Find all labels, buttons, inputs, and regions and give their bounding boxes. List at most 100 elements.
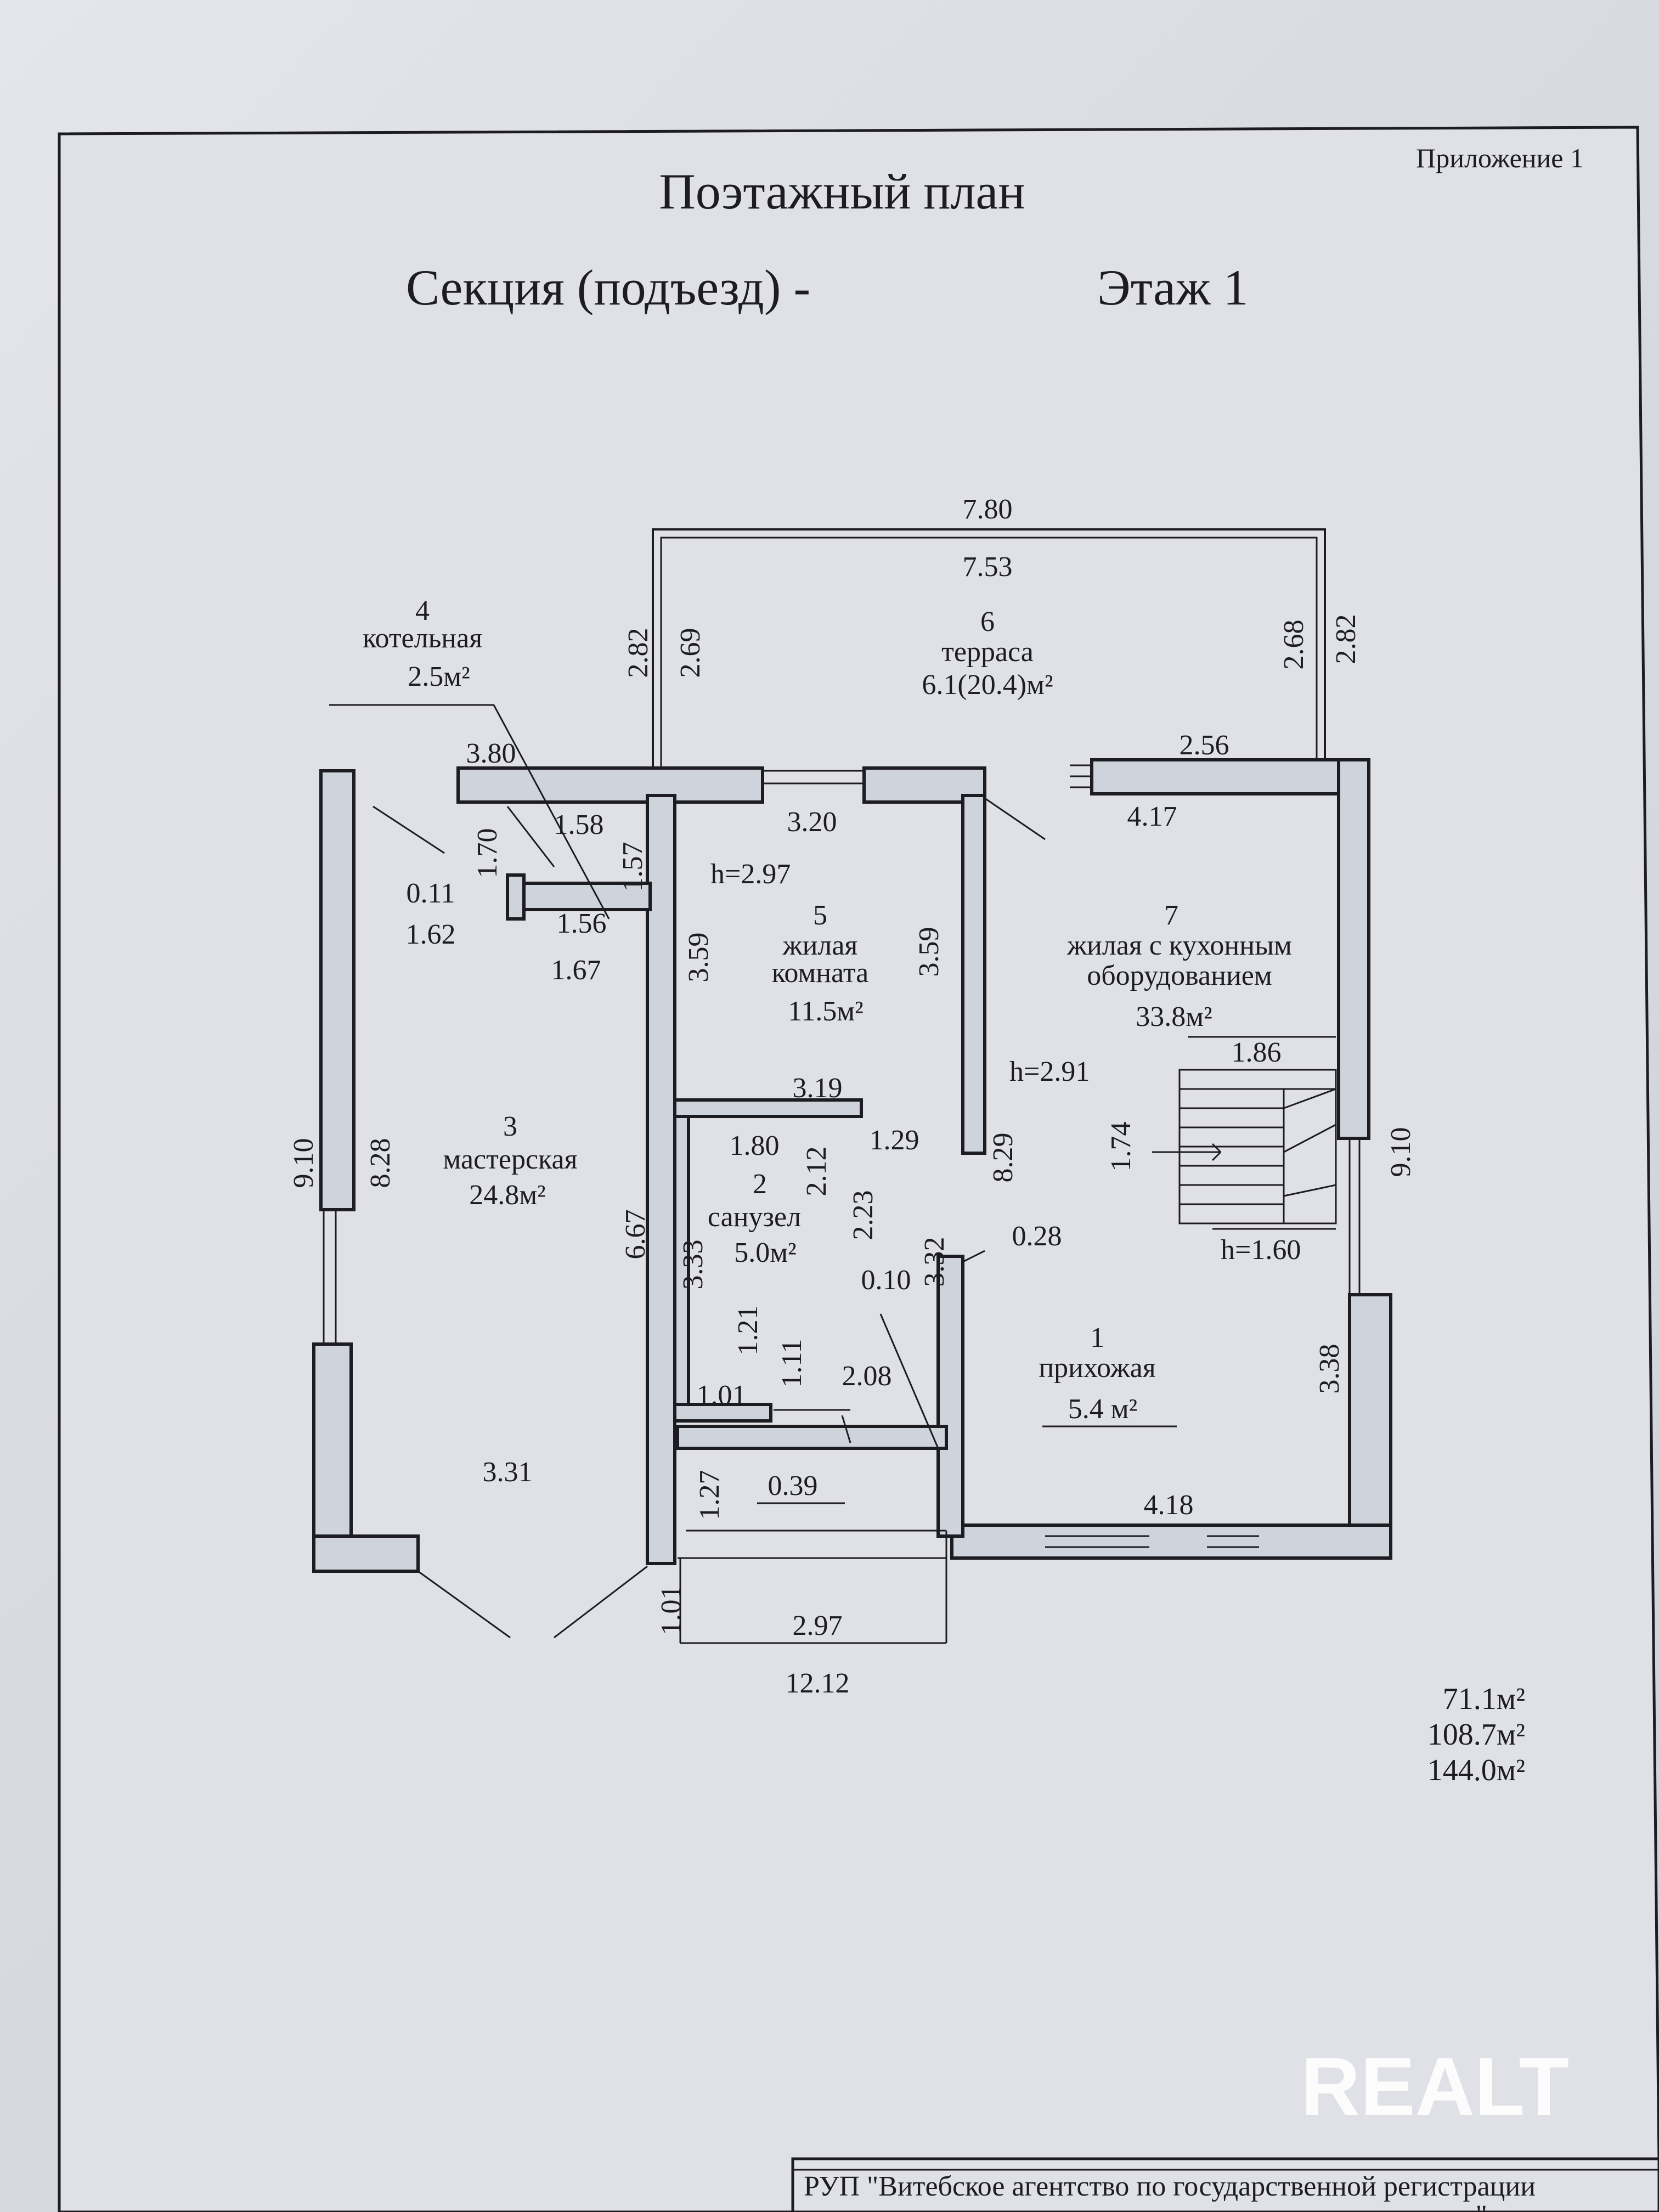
dim-2-68: 2.68 (1278, 620, 1310, 670)
dim-2-23: 2.23 (848, 1190, 879, 1240)
dim-0-28: 0.28 (1012, 1221, 1062, 1252)
dim-4-18: 4.18 (1144, 1489, 1194, 1521)
watermark-logo: REALT (1301, 2040, 1569, 2132)
dim-1-74: 1.74 (1105, 1122, 1137, 1172)
room-6-area: 6.1(20.4)м² (922, 669, 1053, 701)
room-4-name: котельная (363, 623, 482, 654)
dimensions: 7.80 7.53 2.82 2.69 2.68 2.82 2.56 4.17 … (288, 494, 1417, 1699)
section-label: Секция (подъезд) - (406, 259, 810, 315)
area-totals: 71.1м² 108.7м² 144.0м² (1427, 1682, 1525, 1787)
room-label-4: 4 котельная 2.5м² (363, 595, 482, 692)
room-label-2: 2 санузел 5.0м² (708, 1169, 801, 1268)
dim-0-11: 0.11 (406, 878, 455, 909)
dim-0-10: 0.10 (861, 1265, 911, 1296)
partition-room5-bottom (673, 1098, 863, 1118)
room-2-area: 5.0м² (734, 1237, 797, 1268)
right-wall-upper (1337, 758, 1370, 1140)
bottom-wall-right (950, 1523, 1392, 1560)
room-4-area: 2.5м² (408, 661, 470, 692)
dim-1-56: 1.56 (557, 908, 607, 939)
dim-3-80: 3.80 (466, 738, 516, 769)
walls (312, 758, 1392, 1573)
partition-bath-bottom (673, 1403, 772, 1423)
room-label-1: 1 прихожая 5.4 м² (1039, 1322, 1155, 1425)
bottom-left-wall (312, 1534, 420, 1573)
stair-height: h=1.60 (1221, 1234, 1301, 1266)
room-1-number: 1 (1090, 1322, 1104, 1353)
room-label-7: 7 жилая с кухонным оборудованием 33.8м² … (1009, 900, 1292, 1087)
dim-1-58: 1.58 (554, 809, 604, 840)
dim-3-19: 3.19 (793, 1073, 843, 1104)
total-2: 108.7м² (1427, 1718, 1525, 1752)
right-wall-lower (1348, 1293, 1392, 1560)
dim-9-10-right: 9.10 (1385, 1127, 1417, 1177)
dim-3-20: 3.20 (787, 806, 837, 838)
dim-12-12: 12.12 (786, 1668, 850, 1699)
top-wall-left (456, 766, 764, 804)
room-6-name: терраса (941, 636, 1034, 668)
dim-3-31: 3.31 (483, 1457, 533, 1488)
room-1-area: 5.4 м² (1068, 1393, 1138, 1425)
footer-stamp: РУП "Витебское агентство по государствен… (791, 2157, 1659, 2212)
room-7-area: 33.8м² (1136, 1001, 1212, 1032)
dim-7-80: 7.80 (963, 494, 1013, 525)
appendix-label: Приложение 1 (1416, 143, 1584, 173)
room-3-area: 24.8м² (469, 1180, 546, 1211)
dim-2-12: 2.12 (801, 1147, 832, 1197)
dim-1-62: 1.62 (406, 919, 456, 950)
room-5-name-1: жилая (782, 930, 858, 961)
partition-hall-left (936, 1255, 964, 1538)
room-5-number: 5 (813, 900, 827, 931)
dim-0-39: 0.39 (768, 1470, 818, 1502)
dim-1-86: 1.86 (1232, 1037, 1282, 1068)
stamp-line-1: РУП "Витебское агентство по государствен… (804, 2171, 1536, 2202)
room-2-number: 2 (753, 1169, 767, 1200)
partition-left-corridor (646, 794, 676, 1565)
dim-1-01-porch: 1.01 (656, 1585, 687, 1635)
total-3: 144.0м² (1427, 1753, 1525, 1787)
dim-8-28: 8.28 (365, 1138, 396, 1188)
dim-3-32: 3.32 (919, 1237, 950, 1287)
plan-title: Поэтажный план (659, 163, 1025, 219)
dim-9-10-left: 9.10 (288, 1138, 319, 1188)
dim-4-17: 4.17 (1127, 801, 1177, 832)
dim-1-57: 1.57 (617, 842, 648, 892)
dim-3-33: 3.33 (678, 1240, 709, 1290)
room-label-5: h=2.97 5 жилая комната 11.5м² (710, 859, 868, 1027)
terrace-outline (652, 528, 1326, 768)
dim-1-21: 1.21 (732, 1306, 764, 1356)
dim-2-82-left: 2.82 (623, 628, 654, 678)
partition-bath-left (673, 1115, 690, 1414)
dim-2-56: 2.56 (1180, 730, 1229, 761)
dim-1-67: 1.67 (551, 955, 601, 986)
dim-1-27: 1.27 (694, 1470, 725, 1520)
dim-3-59-left: 3.59 (683, 933, 714, 983)
left-wall-upper (319, 769, 356, 1211)
dim-8-29: 8.29 (988, 1133, 1019, 1183)
room-5-name-2: комната (772, 957, 869, 989)
dim-1-70: 1.70 (472, 828, 503, 878)
room-4-number: 4 (415, 595, 430, 627)
dim-2-08: 2.08 (842, 1361, 892, 1392)
total-1: 71.1м² (1443, 1682, 1525, 1716)
paper (58, 126, 1659, 2212)
room-label-6: 6 терраса 6.1(20.4)м² (922, 606, 1053, 701)
dim-6-67: 6.67 (620, 1210, 651, 1260)
dim-3-38: 3.38 (1314, 1344, 1345, 1394)
windows (323, 770, 1361, 1548)
dim-1-11: 1.11 (776, 1339, 808, 1387)
room-7-number: 7 (1164, 900, 1178, 931)
room-5-height: h=2.97 (710, 859, 791, 890)
room-7-height: h=2.91 (1009, 1056, 1090, 1087)
room-5-area: 11.5м² (788, 996, 864, 1027)
door-swings (373, 764, 1092, 1639)
partition-lower-left (676, 1425, 948, 1450)
room-3-name: мастерская (443, 1144, 577, 1175)
dim-1-29: 1.29 (870, 1125, 919, 1156)
stamp-line-2: и земельному кадастру" (1196, 2200, 1487, 2212)
partition-room5-right (961, 794, 986, 1155)
floor-label: Этаж 1 (1097, 259, 1248, 315)
top-wall-right (1090, 758, 1370, 795)
room-6-number: 6 (980, 606, 995, 637)
